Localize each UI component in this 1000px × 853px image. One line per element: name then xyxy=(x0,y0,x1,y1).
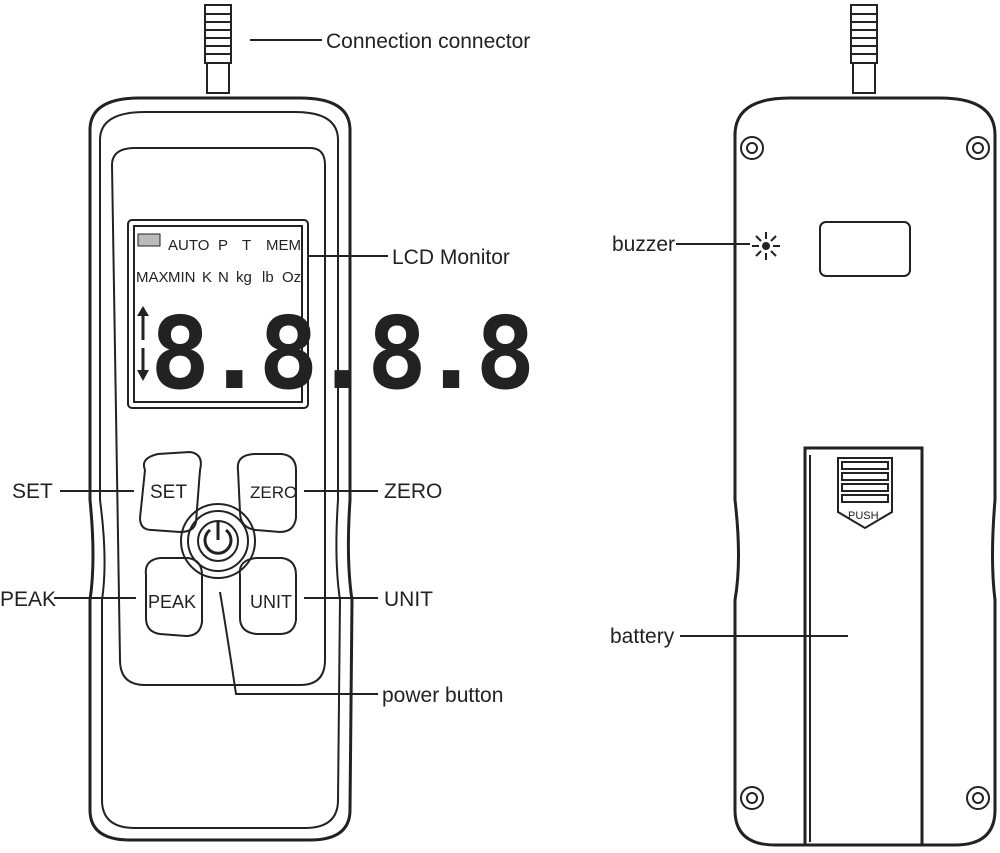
back-body-outer xyxy=(733,96,997,847)
lcd-auto: AUTO xyxy=(168,237,209,254)
back-connector xyxy=(850,4,878,94)
down-arrow-icon xyxy=(137,348,149,381)
front-body-outer xyxy=(88,96,354,842)
lcd-t: T xyxy=(242,237,251,254)
svg-text:PUSH: PUSH xyxy=(848,510,879,522)
zero-button[interactable]: ZERO xyxy=(236,453,297,534)
unit-button[interactable]: UNIT xyxy=(238,557,297,635)
up-arrow-icon xyxy=(137,306,149,340)
label-lcd-monitor: LCD Monitor xyxy=(392,246,510,269)
svg-text:SET: SET xyxy=(150,482,187,503)
battery-cover[interactable]: PUSH xyxy=(803,446,924,847)
label-buzzer: buzzer xyxy=(612,233,675,256)
front-view: AUTO P T MEM MAX MIN K N kg lb Oz 8.8.8.… xyxy=(0,4,535,842)
screw-top-right-icon xyxy=(966,136,990,160)
screw-top-left-icon xyxy=(740,136,764,160)
back-view: PUSH buzzer battery xyxy=(610,4,997,847)
lcd-oz: Oz xyxy=(282,269,301,286)
power-icon xyxy=(203,520,233,555)
lcd-kg: kg xyxy=(236,269,252,286)
label-set: SET xyxy=(12,480,53,503)
label-battery: battery xyxy=(610,625,675,648)
label-power-button: power button xyxy=(382,684,503,707)
push-tab[interactable]: PUSH xyxy=(837,457,893,530)
lcd-screen: AUTO P T MEM MAX MIN K N kg lb Oz 8.8.8.… xyxy=(127,219,535,412)
svg-text:PEAK: PEAK xyxy=(148,592,196,612)
lcd-max: MAX xyxy=(136,269,169,286)
svg-text:ZERO: ZERO xyxy=(250,483,297,502)
lcd-digits: 8.8.8.8 xyxy=(150,295,529,412)
screw-bottom-left-icon xyxy=(740,786,764,810)
lcd-mem: MEM xyxy=(266,237,301,254)
buzzer-icon xyxy=(752,232,780,260)
lcd-n: N xyxy=(218,269,229,286)
power-button[interactable] xyxy=(180,503,256,579)
label-zero: ZERO xyxy=(384,480,442,503)
back-label-plate xyxy=(819,221,911,277)
peak-button[interactable]: PEAK xyxy=(144,557,203,638)
lcd-k: K xyxy=(202,269,212,286)
lcd-p: P xyxy=(218,237,228,254)
lcd-lb: lb xyxy=(262,269,274,286)
front-face-panel xyxy=(110,147,326,686)
lcd-min: MIN xyxy=(168,269,196,286)
set-button[interactable]: SET xyxy=(138,450,202,534)
front-connector xyxy=(204,4,232,94)
battery-indicator-icon xyxy=(137,233,161,247)
label-connection-connector: Connection connector xyxy=(326,30,530,53)
screw-bottom-right-icon xyxy=(966,786,990,810)
power-leader xyxy=(219,591,378,695)
label-peak: PEAK xyxy=(0,588,56,611)
svg-text:UNIT: UNIT xyxy=(250,592,292,612)
label-unit: UNIT xyxy=(384,588,433,611)
front-body-inner xyxy=(99,111,342,829)
